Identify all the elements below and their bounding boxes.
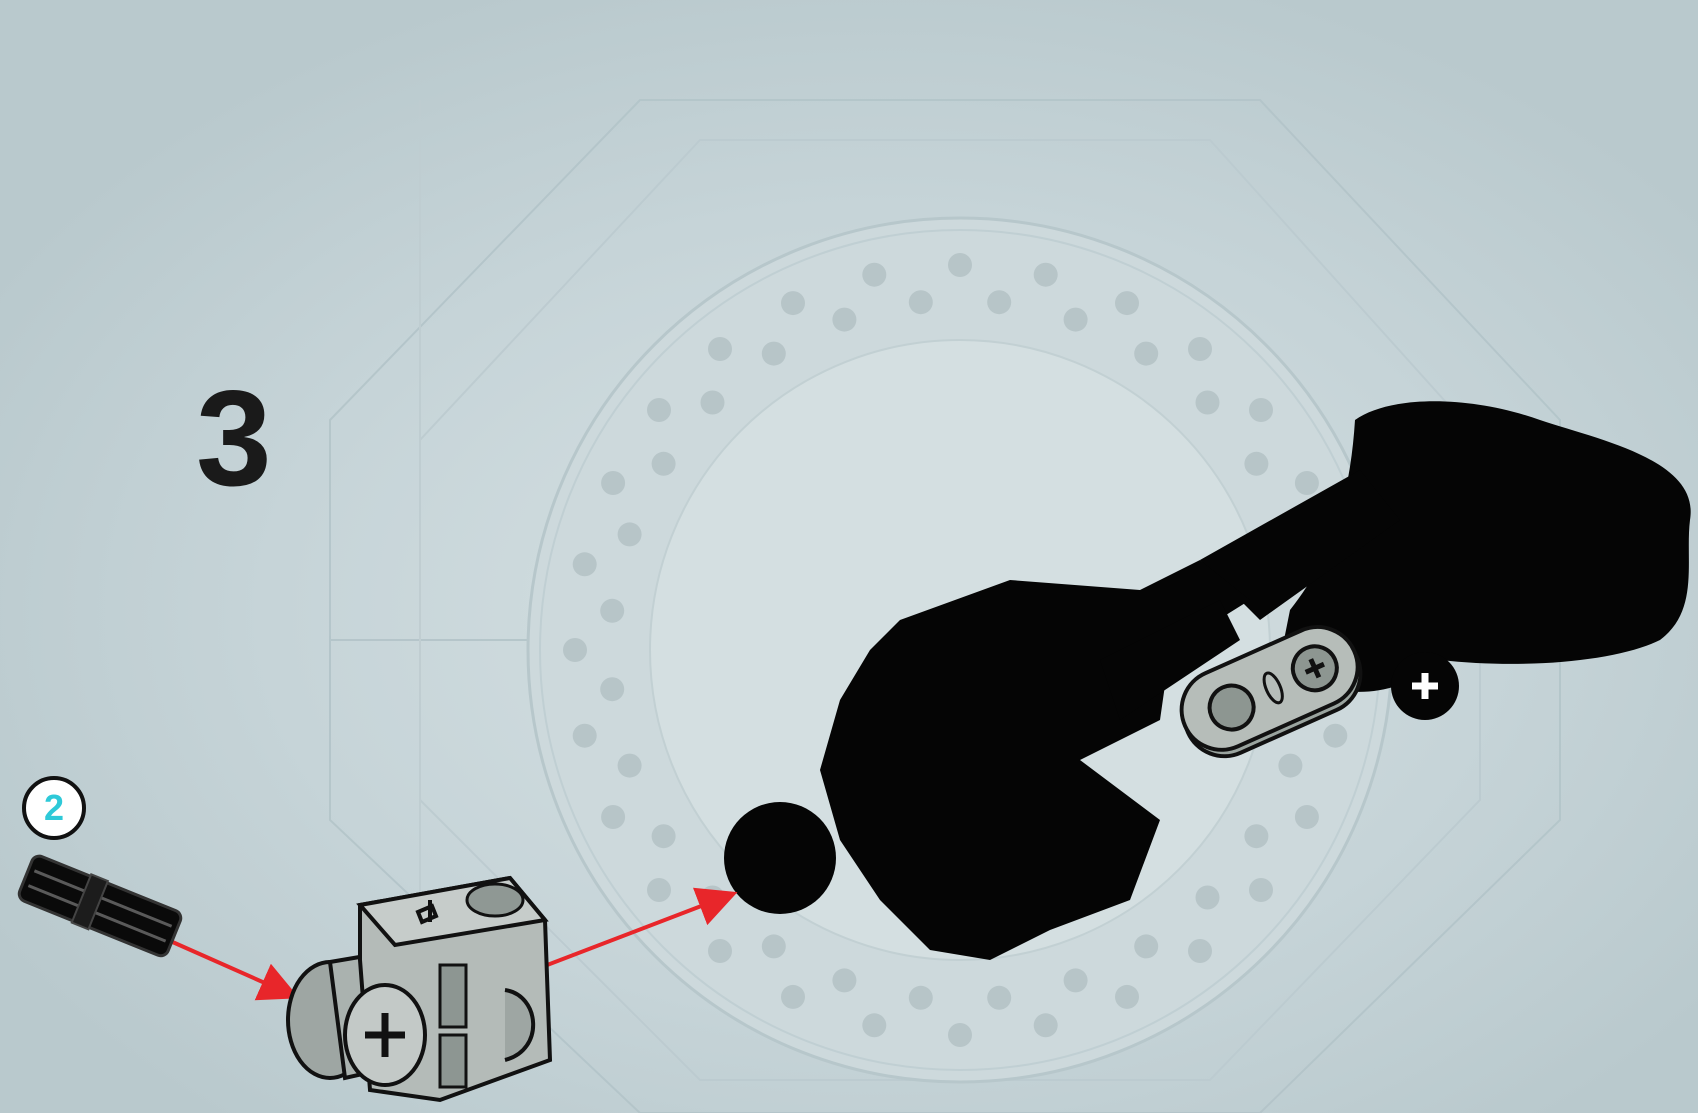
plate-hole — [948, 253, 972, 277]
step-number: 3 — [196, 362, 272, 514]
plate-hole — [572, 552, 597, 577]
plate-hole — [708, 939, 732, 963]
plate-hole — [987, 985, 1012, 1010]
plate-hole — [1294, 805, 1319, 829]
plate-hole — [832, 968, 857, 993]
plate-hole — [1244, 451, 1269, 476]
plate-hole — [651, 824, 676, 849]
plate-hole — [761, 341, 786, 366]
plate-hole — [781, 984, 805, 1009]
plate-hole — [601, 471, 626, 495]
plate-hole — [1063, 307, 1088, 332]
plate-hole — [987, 290, 1012, 315]
plate-hole — [908, 290, 933, 315]
cross-block-connector-icon — [286, 875, 553, 1103]
plate-hole — [1188, 337, 1212, 361]
part-quantity-label: 2 — [43, 787, 65, 828]
plate-hole — [617, 753, 642, 778]
plate-hole — [781, 291, 805, 316]
plate-hole — [601, 805, 626, 829]
plate-hole — [1134, 934, 1159, 959]
plate-hole — [832, 307, 857, 332]
plate-hole — [617, 522, 642, 547]
plate-hole — [647, 878, 671, 902]
ball-joint — [724, 802, 836, 914]
plate-hole — [1033, 262, 1058, 287]
plate-hole — [1294, 471, 1319, 495]
plate-hole — [651, 451, 676, 476]
plate-hole — [1033, 1013, 1058, 1038]
plate-hole — [1134, 341, 1159, 366]
plate-hole — [1195, 885, 1220, 910]
plate-hole — [563, 638, 587, 662]
plate-hole — [600, 677, 625, 702]
plate-hole — [647, 398, 671, 422]
plate-hole — [700, 390, 725, 415]
plate-hole — [1278, 753, 1303, 778]
plate-hole — [1249, 398, 1273, 422]
plate-hole — [948, 1023, 972, 1047]
plate-hole — [1115, 291, 1139, 316]
plate-hole — [761, 934, 786, 959]
plate-hole — [1195, 390, 1220, 415]
plate-hole — [862, 1013, 887, 1038]
axle-pin-icon — [17, 854, 183, 958]
plate-hole — [1244, 824, 1269, 849]
plate-hole — [708, 337, 732, 361]
plate-hole — [1188, 939, 1212, 963]
part-quantity-badge: 2 — [22, 776, 86, 840]
plate-hole — [572, 723, 597, 748]
plate-hole — [862, 262, 887, 287]
plate-hole — [1063, 968, 1088, 993]
black-technic-subassembly-icon — [724, 401, 1691, 960]
plate-hole — [600, 598, 625, 623]
plate-hole — [908, 985, 933, 1010]
plate-hole — [1249, 878, 1273, 902]
light-beam-piece — [1179, 625, 1363, 759]
plate-hole — [1323, 723, 1348, 748]
plate-hole — [1115, 984, 1139, 1009]
